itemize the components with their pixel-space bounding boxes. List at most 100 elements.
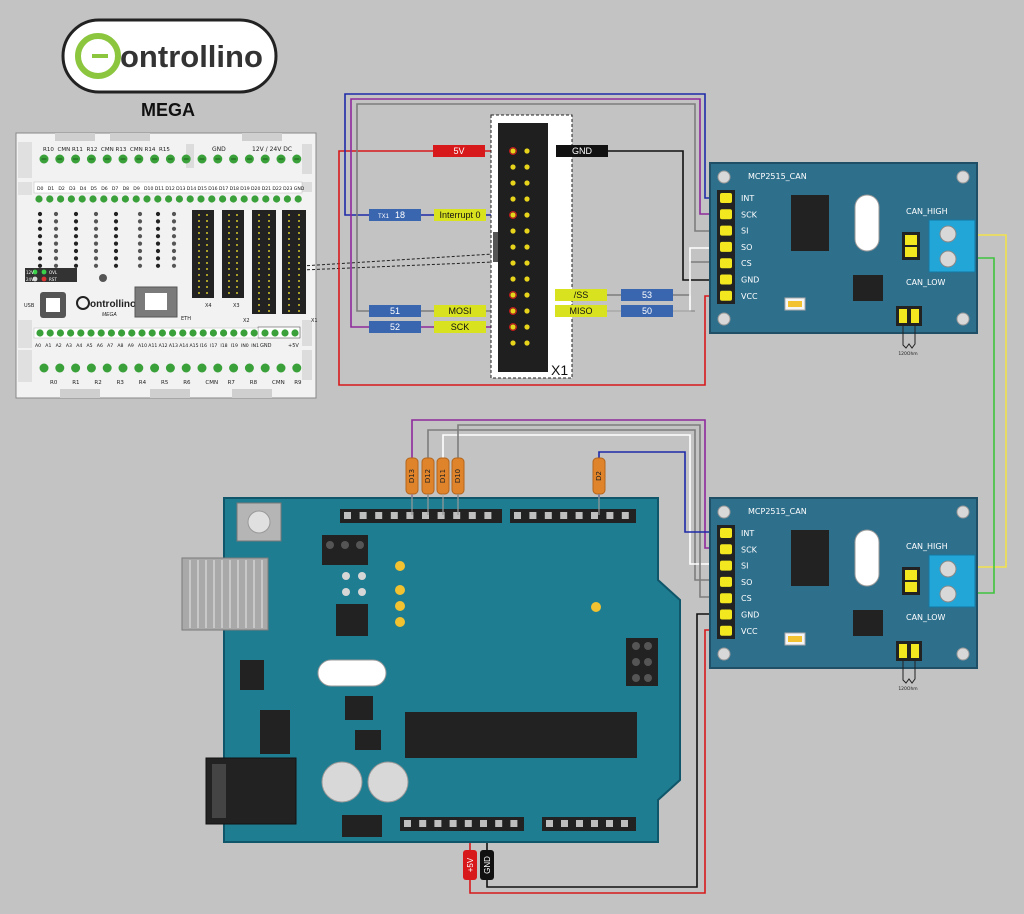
svg-text:18: 18 xyxy=(395,210,405,220)
plc-header-pin xyxy=(268,304,270,306)
plc-output-terminal[interactable] xyxy=(165,195,173,203)
plc-output-terminal[interactable] xyxy=(283,195,291,203)
plc-output-terminal[interactable] xyxy=(240,195,248,203)
plc-output-terminal[interactable] xyxy=(132,195,140,203)
plc-input-terminal[interactable] xyxy=(230,329,238,337)
plc-output-terminal[interactable] xyxy=(89,195,97,203)
can-pin-vcc[interactable] xyxy=(720,290,732,301)
plc-output-terminal[interactable] xyxy=(294,195,302,203)
plc-bottom-terminal[interactable] xyxy=(181,363,191,373)
plc-output-terminal[interactable] xyxy=(251,195,259,203)
plc-input-terminal[interactable] xyxy=(118,329,126,337)
plc-input-terminal[interactable] xyxy=(209,329,217,337)
plc-bottom-terminal[interactable] xyxy=(197,363,207,373)
plc-bottom-terminal[interactable] xyxy=(244,363,254,373)
plc-bottom-relay-label: R4 xyxy=(139,380,147,386)
plc-input-terminal[interactable] xyxy=(169,329,177,337)
plc-bottom-terminal[interactable] xyxy=(118,363,128,373)
plc-input-terminal[interactable] xyxy=(189,329,197,337)
plc-output-terminal[interactable] xyxy=(186,195,194,203)
plc-input-terminal[interactable] xyxy=(87,329,95,337)
plc-bottom-terminal[interactable] xyxy=(276,363,286,373)
plc-input-terminal[interactable] xyxy=(128,329,136,337)
plc-output-terminal[interactable] xyxy=(111,195,119,203)
plc-output-terminal[interactable] xyxy=(175,195,183,203)
label-51 xyxy=(369,305,421,317)
status-12v-label: 12V xyxy=(26,270,34,275)
plc-output-terminal[interactable] xyxy=(273,195,281,203)
plc-input-terminal[interactable] xyxy=(240,329,248,337)
plc-output-terminal[interactable] xyxy=(46,195,54,203)
plc-input-terminal[interactable] xyxy=(250,329,258,337)
via-dot xyxy=(358,588,366,596)
plc-bottom-terminal[interactable] xyxy=(260,363,270,373)
screw-icon[interactable] xyxy=(939,560,957,578)
can-pin-label: SI xyxy=(741,227,748,236)
plc-bottom-terminal[interactable] xyxy=(71,363,81,373)
can-pin-int[interactable] xyxy=(720,193,732,203)
plc-input-terminal[interactable] xyxy=(148,329,156,337)
screw-icon[interactable] xyxy=(939,225,957,243)
plc-output-terminal[interactable] xyxy=(262,195,270,203)
plc-bottom-terminal[interactable] xyxy=(134,363,144,373)
plc-input-terminal[interactable] xyxy=(67,329,75,337)
plc-bottom-terminal[interactable] xyxy=(102,363,112,373)
plc-bottom-terminal[interactable] xyxy=(292,363,302,373)
plc-input-terminal[interactable] xyxy=(46,329,54,337)
can-pin-sck[interactable] xyxy=(720,544,732,555)
can-pin-so[interactable] xyxy=(720,576,732,587)
can-pin-vcc[interactable] xyxy=(720,625,732,636)
plc-bottom-terminal[interactable] xyxy=(165,363,175,373)
plc-bottom-terminal[interactable] xyxy=(229,363,239,373)
plc-output-terminal[interactable] xyxy=(100,195,108,203)
plc-input-terminal[interactable] xyxy=(179,329,187,337)
resistor-icon xyxy=(902,323,916,349)
plc-bottom-terminal[interactable] xyxy=(55,363,65,373)
can-pin-cs[interactable] xyxy=(720,258,732,269)
plc-output-label: GND xyxy=(294,186,305,192)
can-pin-int[interactable] xyxy=(720,528,732,538)
plc-io-dot xyxy=(155,226,161,231)
can-pin-gnd[interactable] xyxy=(720,274,732,285)
plc-input-terminal[interactable] xyxy=(199,329,207,337)
can-pin-si[interactable] xyxy=(720,225,732,236)
plc-input-terminal[interactable] xyxy=(220,329,228,337)
x1-pin xyxy=(510,148,516,154)
screw-icon[interactable] xyxy=(939,585,957,603)
plc-output-terminal[interactable] xyxy=(208,195,216,203)
can-pin-cs[interactable] xyxy=(720,593,732,604)
plc-bottom-terminal[interactable] xyxy=(150,363,160,373)
plc-input-terminal[interactable] xyxy=(56,329,64,337)
screw-icon[interactable] xyxy=(939,250,957,268)
plc-input-terminal[interactable] xyxy=(261,329,269,337)
plc-bottom-terminal[interactable] xyxy=(86,363,96,373)
plc-input-terminal[interactable] xyxy=(281,329,289,337)
plc-input-terminal[interactable] xyxy=(158,329,166,337)
plc-reset-button[interactable] xyxy=(99,274,107,282)
plc-output-terminal[interactable] xyxy=(197,195,205,203)
plc-bottom-terminal[interactable] xyxy=(39,363,49,373)
plc-output-terminal[interactable] xyxy=(67,195,75,203)
plc-header-pin xyxy=(198,250,200,252)
usb-connector[interactable] xyxy=(181,557,269,631)
plc-input-terminal[interactable] xyxy=(107,329,115,337)
plc-output-terminal[interactable] xyxy=(57,195,65,203)
plc-output-terminal[interactable] xyxy=(35,195,43,203)
plc-input-terminal[interactable] xyxy=(77,329,85,337)
plc-output-terminal[interactable] xyxy=(143,195,151,203)
can-pin-so[interactable] xyxy=(720,241,732,252)
plc-output-terminal[interactable] xyxy=(219,195,227,203)
plc-input-terminal[interactable] xyxy=(291,329,299,337)
can-pin-sck[interactable] xyxy=(720,209,732,220)
can-pin-gnd[interactable] xyxy=(720,609,732,620)
plc-output-terminal[interactable] xyxy=(121,195,129,203)
plc-bottom-terminal[interactable] xyxy=(213,363,223,373)
plc-input-terminal[interactable] xyxy=(138,329,146,337)
plc-output-terminal[interactable] xyxy=(78,195,86,203)
can-pin-si[interactable] xyxy=(720,560,732,571)
plc-input-terminal[interactable] xyxy=(97,329,105,337)
plc-input-terminal[interactable] xyxy=(36,329,44,337)
plc-output-terminal[interactable] xyxy=(154,195,162,203)
plc-input-terminal[interactable] xyxy=(271,329,279,337)
plc-output-terminal[interactable] xyxy=(229,195,237,203)
